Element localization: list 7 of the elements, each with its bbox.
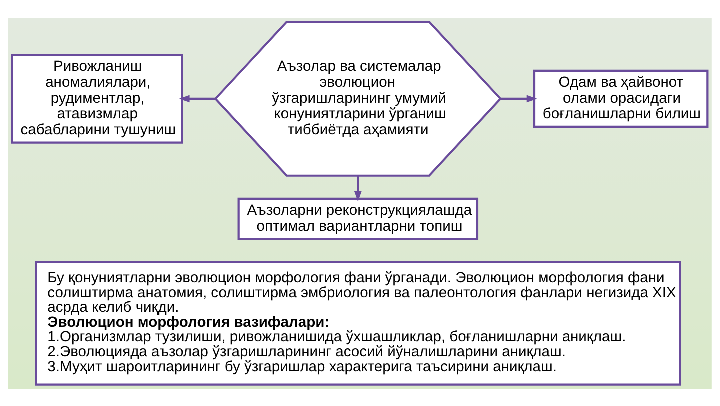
node-box: Ривожланиш аномалиялари, рудиментлар, атавизмлар сабабларини тушуниш [11,54,184,144]
node-box: Аъзоларни реконструкциялашда оптимал вариантларни топиш [238,197,479,240]
node-box: Одам ва ҳайвонот олами орасидаги боғланишларни билиш [533,69,709,128]
node-box: Бу қонуниятларни эволюцион морфология фани ўрганади. Эволюцион морфология фани солиштирма анатомия, солиштирма эмбриология ва палеонтология фанлари негизида XIX асрда келиб чиқди. Эволюцион морфология вазифалари: 1.Организмлар тузилиши, ривожланишида ўхшашликлар, боғланишларни аниқлаш. 2.Эволюцияда аъзолар ўзгаришларининг асосий йўналишларини аниқлаш. 3.Муҳит шароитларининг бу ўзгаришлар характерига таъсирини аниқлаш. [35,260,682,386]
arrow [179,94,216,102]
arrow [354,175,362,202]
arrow [500,94,538,102]
